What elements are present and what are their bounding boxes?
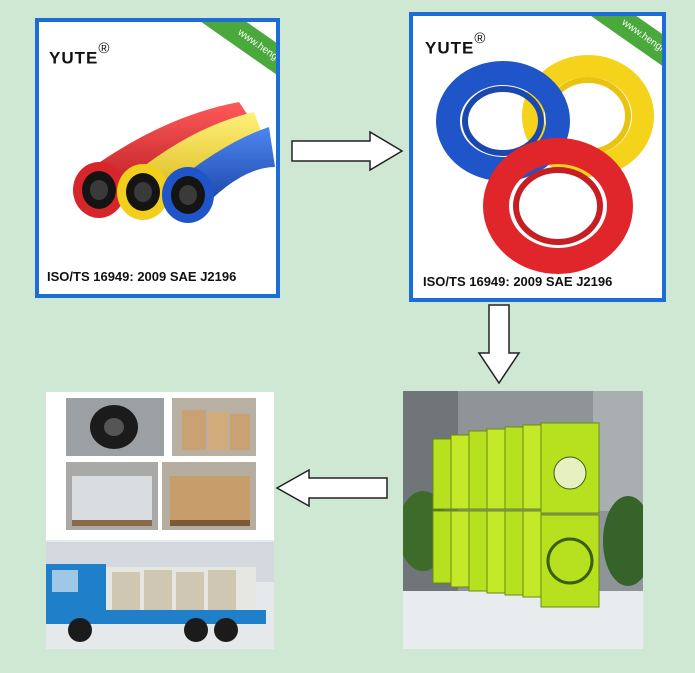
packaging-boxes-photo	[403, 391, 643, 649]
hose-product-panel: YUTE® www.henglegu.com ISO/TS 16949: 200…	[35, 18, 280, 298]
warehouse-shipping-collage	[46, 392, 274, 649]
coiled-hose-image	[436, 55, 654, 274]
arrow-left-icon	[275, 468, 388, 508]
brand-logo-text: YUTE	[425, 38, 475, 58]
arrow-right-icon	[291, 130, 404, 172]
brand-logo: YUTE®	[49, 40, 110, 69]
certification-text: ISO/TS 16949: 2009 SAE J2196	[47, 269, 237, 284]
certification-text: ISO/TS 16949: 2009 SAE J2196	[423, 274, 613, 289]
hose-cross-section-image	[73, 102, 275, 223]
arrow-down-icon	[477, 304, 521, 385]
packaging-boxes-image	[403, 391, 643, 649]
brand-logo: YUTE®	[425, 30, 486, 59]
coiled-hose-panel: YUTE® www.henglegu.com ISO/TS 16949: 200…	[409, 12, 666, 302]
registered-mark: ®	[474, 30, 487, 47]
brand-logo-text: YUTE	[49, 48, 99, 68]
shipping-collage-image	[46, 398, 274, 649]
registered-mark: ®	[98, 40, 111, 57]
